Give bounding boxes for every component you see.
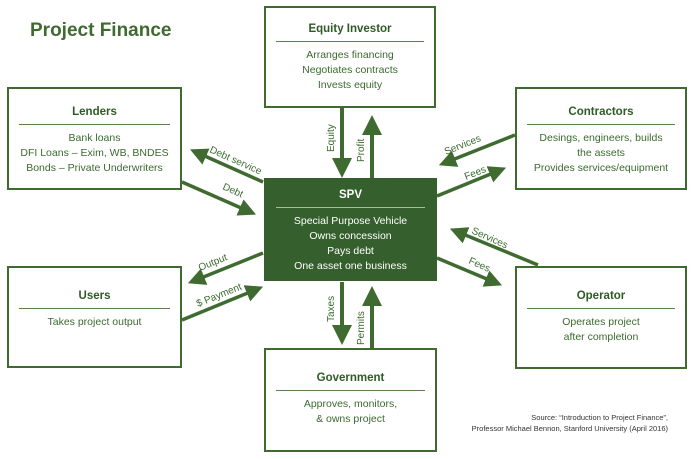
output-label: Output	[197, 252, 229, 274]
profit-label: Profit	[356, 138, 367, 162]
source-line: Source: “Introduction to Project Finance…	[531, 413, 668, 422]
contractor-fees-arrow	[436, 166, 507, 198]
operator-line: Operates project	[562, 316, 640, 328]
divider	[276, 390, 425, 391]
operator-heading: Operator	[576, 290, 626, 302]
taxes-label: Taxes	[326, 296, 337, 322]
spv-heading: SPV	[338, 189, 362, 201]
equity-investor-line: Arranges financing	[306, 49, 394, 61]
contractors-box: Contractors Desings, engineers, builds t…	[515, 87, 687, 190]
divider	[19, 124, 170, 125]
operator-box: Operator Operates project after completi…	[515, 266, 687, 369]
users-heading: Users	[78, 290, 111, 302]
government-line: Approves, monitors,	[303, 398, 398, 410]
lenders-heading: Lenders	[72, 106, 117, 118]
lenders-line: Bonds – Private Underwriters	[26, 162, 163, 174]
diagram-title: Project Finance	[30, 20, 172, 41]
lenders-box: Lenders Bank loans DFI Loans – Exim, WB,…	[7, 87, 182, 190]
lenders-line: DFI Loans – Exim, WB, BNDES	[20, 147, 169, 159]
debt-arrow	[181, 180, 257, 216]
equity-investor-line: Negotiates contracts	[302, 64, 398, 76]
users-box: Users Takes project output	[7, 266, 182, 368]
contractors-line: Provides services/equipment	[533, 162, 669, 174]
debt-service-arrow	[190, 148, 264, 184]
debt-label: Debt	[221, 182, 245, 201]
operator-line: after completion	[563, 331, 639, 343]
source-citation: Source: “Introduction to Project Finance…	[472, 412, 668, 434]
equity-investor-heading: Equity Investor	[308, 23, 392, 35]
divider	[276, 207, 425, 208]
spv-line: One asset one business	[294, 260, 407, 272]
divider	[276, 41, 424, 42]
permits-label: Permits	[356, 311, 367, 345]
spv-line: Pays debt	[327, 245, 374, 257]
divider	[527, 308, 675, 309]
contractors-line: Desings, engineers, builds	[539, 132, 663, 144]
lenders-line: Bank loans	[68, 132, 121, 144]
contractors-line: the assets	[577, 147, 625, 159]
government-box: Government Approves, monitors, & owns pr…	[264, 348, 437, 452]
source-line: Professor Michael Bennon, Stanford Unive…	[471, 424, 668, 433]
equity-investor-line: Invests equity	[317, 79, 383, 91]
payment-arrow	[181, 285, 264, 322]
spv-line: Owns concession	[309, 230, 392, 242]
operator-services-arrow	[449, 227, 539, 267]
government-heading: Government	[316, 372, 385, 384]
contractor-services-arrow	[438, 133, 516, 167]
operator-fees-arrow	[436, 256, 503, 287]
contractors-heading: Contractors	[568, 106, 634, 118]
divider	[19, 308, 170, 309]
users-line: Takes project output	[47, 316, 142, 328]
government-line: & owns project	[316, 413, 385, 425]
output-arrow	[187, 251, 264, 285]
spv-line: Special Purpose Vehicle	[293, 215, 408, 227]
spv-box: SPV Special Purpose Vehicle Owns concess…	[264, 178, 437, 281]
equity-label: Equity	[326, 124, 337, 152]
divider	[527, 124, 675, 125]
equity-investor-box: Equity Investor Arranges financing Negot…	[264, 6, 436, 108]
